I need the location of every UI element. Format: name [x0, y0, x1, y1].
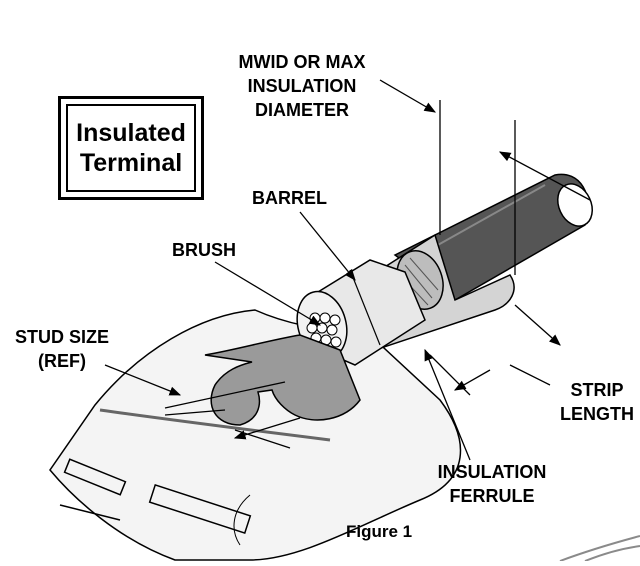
title-box: Insulated Terminal [58, 96, 204, 200]
title-box-inner: Insulated Terminal [66, 104, 196, 192]
label-mwid-line-2: INSULATION [247, 76, 357, 96]
label-mwid: MWID OR MAX INSULATION DIAMETER [222, 50, 382, 122]
figure-caption-text: Figure 1 [346, 522, 413, 541]
label-strip-length-line-2: LENGTH [560, 404, 634, 424]
label-insulation-ferrule: INSULATION FERRULE [422, 460, 562, 508]
label-brush: BRUSH [172, 238, 236, 262]
title-line-1: Insulated [76, 119, 186, 147]
ring-tongue [204, 334, 361, 426]
label-mwid-line-1: MWID OR MAX [238, 52, 366, 72]
label-strip-length: STRIP LENGTH [556, 378, 638, 426]
title-line-2: Terminal [79, 149, 183, 177]
label-barrel-text: BARREL [252, 188, 327, 208]
figure-caption: Figure 1 [346, 520, 412, 544]
label-ferrule-line-1: INSULATION [437, 462, 547, 482]
label-stud-size-line-2: (REF) [38, 351, 86, 371]
label-mwid-line-3: DIAMETER [255, 100, 349, 120]
label-stud-size-line-1: STUD SIZE [14, 327, 109, 347]
label-ferrule-line-2: FERRULE [449, 486, 535, 506]
label-stud-size: STUD SIZE (REF) [2, 325, 122, 373]
label-brush-text: BRUSH [172, 240, 237, 260]
label-barrel: BARREL [252, 186, 327, 210]
page-curl [559, 535, 640, 562]
base-sheet [49, 309, 462, 561]
leader-lines [104, 79, 591, 461]
label-strip-length-line-1: STRIP [570, 380, 624, 400]
